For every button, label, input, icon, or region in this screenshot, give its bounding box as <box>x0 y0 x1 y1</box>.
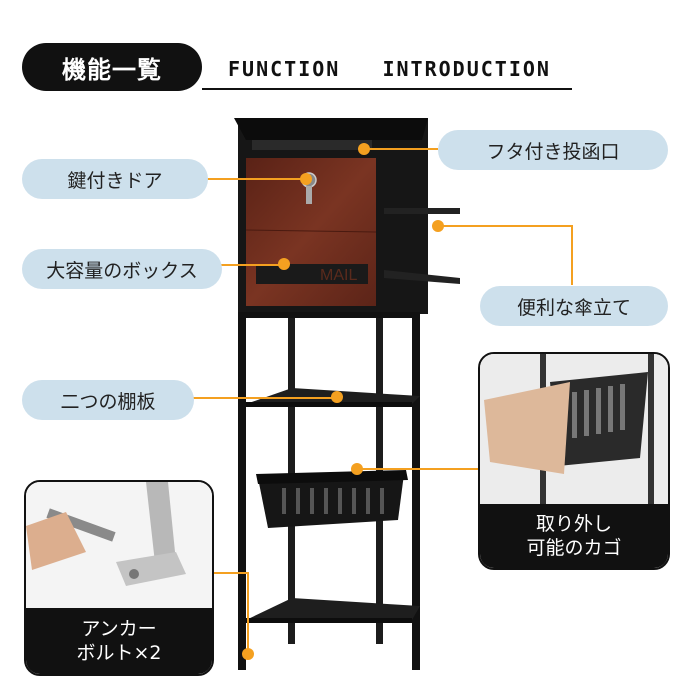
basket-slot <box>282 488 286 514</box>
callout-umbrella-stand-text: 便利な傘立て <box>516 296 631 319</box>
callout-dot-box <box>278 258 290 270</box>
callout-line-box <box>220 264 284 266</box>
callout-line-bolt-v <box>247 572 249 652</box>
inset-basket-photo <box>480 354 668 504</box>
removable-basket <box>256 470 408 528</box>
section-title-pill: 機能一覧 <box>22 43 202 91</box>
basket-slot <box>352 488 356 514</box>
inset-anchor-bolt-caption: アンカー ボルト×2 <box>26 608 212 674</box>
callout-line-lock <box>205 178 303 180</box>
basket-slot <box>296 488 300 514</box>
inset-anchor-bolt-caption-line1: アンカー <box>81 618 157 640</box>
callout-line-basket <box>356 468 480 470</box>
inset-anchor-bolt: アンカー ボルト×2 <box>24 480 214 676</box>
header-divider <box>202 88 572 90</box>
inset-basket-caption-line2: 可能のカゴ <box>526 537 622 559</box>
umbrella-stand-tray <box>384 270 460 284</box>
basket-slot <box>380 488 384 514</box>
mailbox-lid <box>234 118 428 140</box>
basket-slot <box>310 488 314 514</box>
callout-line-umbrella-v <box>571 225 573 285</box>
umbrella-stand-top <box>384 208 460 214</box>
callout-lock-door: 鍵付きドア <box>22 159 208 199</box>
section-subtitle: FUNCTION INTRODUCTION <box>228 57 551 81</box>
inset-anchor-bolt-photo <box>26 482 212 608</box>
inset-basket-caption: 取り外し 可能のカゴ <box>480 504 668 568</box>
inset-basket: 取り外し 可能のカゴ <box>478 352 670 570</box>
callout-two-shelves: 二つの棚板 <box>22 380 194 420</box>
callout-line-lid <box>364 148 438 150</box>
callout-lid-slot-text: フタ付き投函口 <box>486 140 620 163</box>
section-title: 機能一覧 <box>62 55 162 84</box>
mail-plate-text: MAIL <box>320 267 357 284</box>
inset-anchor-bolt-caption-line2: ボルト×2 <box>76 642 162 664</box>
callout-dot-basket <box>351 463 363 475</box>
callout-lid-slot: フタ付き投函口 <box>438 130 668 170</box>
basket-slot <box>324 488 328 514</box>
callout-dot-shelves <box>331 391 343 403</box>
callout-large-box: 大容量のボックス <box>22 249 222 289</box>
inset-basket-caption-line1: 取り外し <box>535 513 612 535</box>
callout-umbrella-stand: 便利な傘立て <box>480 286 668 326</box>
callout-line-umbrella-h <box>438 225 572 227</box>
callout-dot-umbrella <box>432 220 444 232</box>
callout-dot-bolt <box>242 648 254 660</box>
callout-line-shelves <box>192 397 336 399</box>
callout-large-box-text: 大容量のボックス <box>46 259 198 282</box>
basket-slot <box>338 488 342 514</box>
callout-dot-lid <box>358 143 370 155</box>
callout-lock-door-text: 鍵付きドア <box>67 169 163 192</box>
callout-line-bolt-h <box>208 572 248 574</box>
shelf-lower <box>246 598 420 620</box>
door-key <box>306 186 312 204</box>
front-left-leg <box>238 314 246 670</box>
callout-two-shelves-text: 二つの棚板 <box>60 390 156 413</box>
callout-dot-lock <box>300 173 312 185</box>
front-right-leg <box>412 314 420 670</box>
basket-slot <box>366 488 370 514</box>
